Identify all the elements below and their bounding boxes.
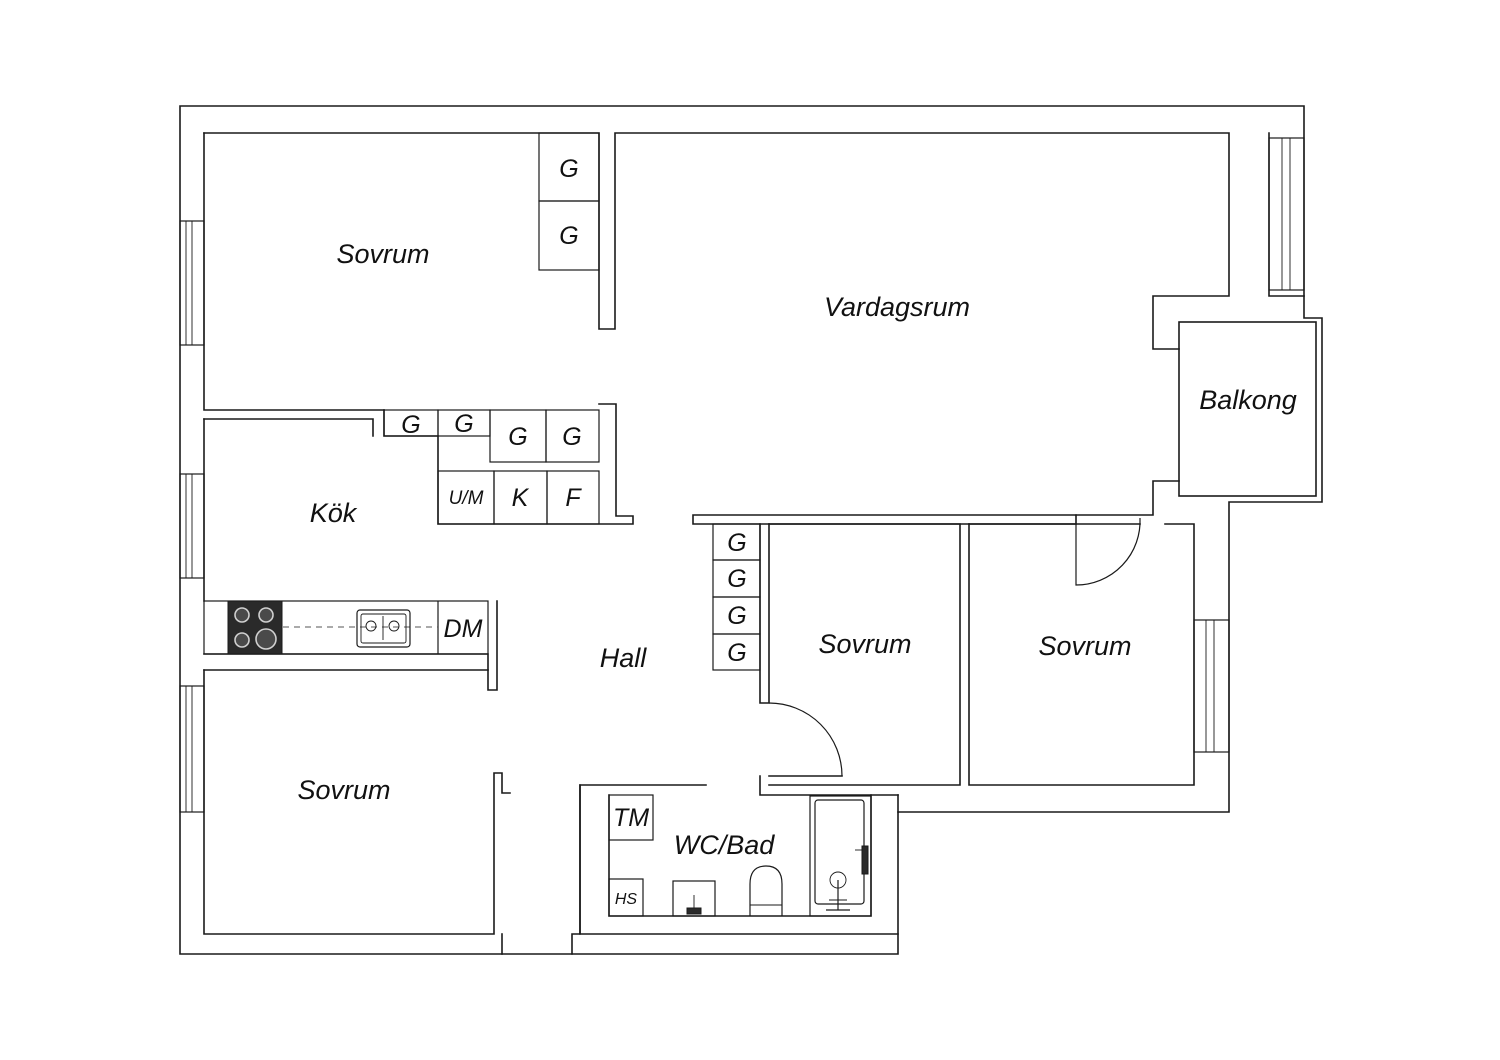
washer-box: [608, 794, 654, 841]
room-label-kok: Kök: [310, 498, 358, 528]
room-label-sovrum-bottom: Sovrum: [297, 775, 390, 805]
washbasin-icon: [672, 880, 716, 917]
room-label-sovrum-top: Sovrum: [336, 239, 429, 269]
door-sovrum-mid: [768, 702, 843, 777]
window-kok: [179, 473, 205, 579]
toilet-icon: [749, 865, 783, 916]
window-sovrum-top: [179, 220, 205, 346]
wardrobe-label: G: [562, 423, 581, 451]
wardrobe-label: G: [508, 423, 527, 451]
wardrobe-label: G: [727, 602, 746, 630]
wardrobe-label: G: [454, 410, 473, 438]
room-label-sovrum-mid: Sovrum: [818, 629, 911, 659]
wardrobe-label: G: [559, 155, 578, 183]
window-vardagsrum: [1268, 137, 1305, 291]
wardrobe-label: G: [727, 565, 746, 593]
room-label-wc-bad: WC/Bad: [674, 830, 776, 860]
room-label-sovrum-right: Sovrum: [1038, 631, 1131, 661]
bath-fixtures: [608, 794, 872, 917]
freezer-label: F: [565, 484, 582, 512]
room-label-vardagsrum: Vardagsrum: [824, 292, 970, 322]
door-sovrum-right: [1075, 517, 1141, 586]
bathtub-icon: [809, 795, 872, 917]
labels: Sovrum Vardagsrum Balkong Kök Hall Sovru…: [297, 155, 1296, 908]
kitchen-counter: [203, 600, 489, 655]
window-sovrum-right: [1193, 619, 1230, 753]
wardrobe-label: G: [727, 639, 746, 667]
washer-label: TM: [613, 804, 649, 832]
dishwasher-label: DM: [444, 615, 483, 643]
outer-walls: [179, 105, 1323, 955]
sink-icon: [356, 609, 411, 648]
wardrobe-label: G: [727, 529, 746, 557]
fridge-label: K: [512, 484, 530, 512]
wardrobes: [383, 132, 761, 671]
cabinet-box: [608, 878, 644, 917]
wardrobe-label: G: [401, 411, 420, 439]
stove-icon: [227, 600, 283, 655]
room-label-hall: Hall: [600, 643, 648, 673]
room-label-balkong: Balkong: [1199, 385, 1297, 415]
window-sovrum-bottom: [179, 685, 205, 813]
doors: [768, 517, 1141, 777]
wardrobe-label: G: [559, 222, 578, 250]
cabinet-label: HS: [615, 891, 638, 908]
utility-label: U/M: [449, 488, 484, 509]
balcony: [1178, 321, 1317, 497]
